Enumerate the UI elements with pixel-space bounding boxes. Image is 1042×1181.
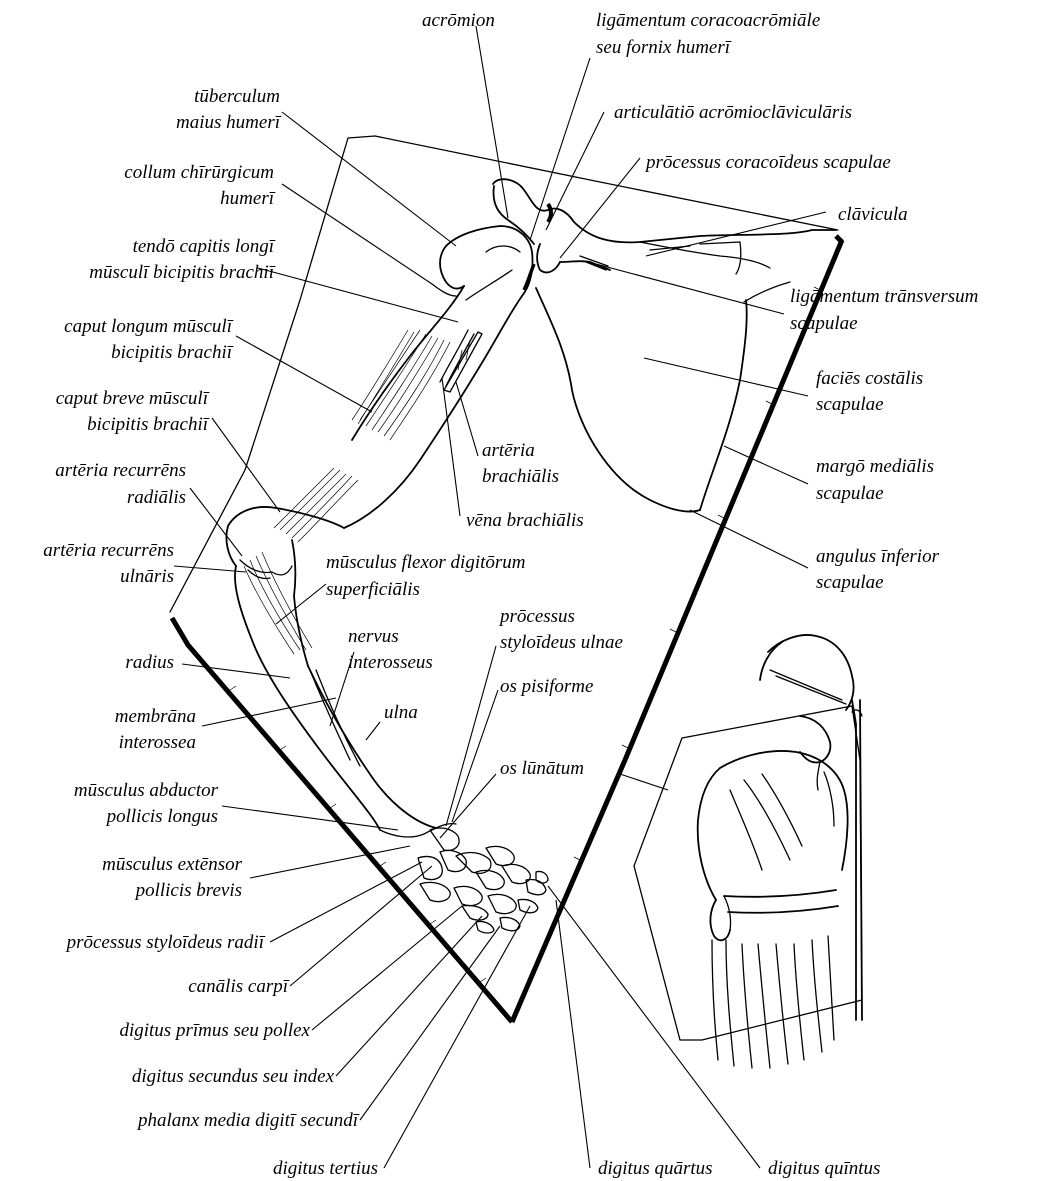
- label-collum-1: collum chīrūrgicum: [124, 162, 274, 183]
- label-flexor-digitorum-2: superficiālis: [326, 579, 420, 600]
- label-facies-costalis-2: scapulae: [816, 394, 884, 415]
- label-articulatio: articulātiō acrōmioclāviculāris: [614, 102, 852, 123]
- label-tendo-2: mūsculī bicipitis brachiī: [89, 262, 275, 283]
- label-ligamentum-coracoacromiale-2: seu fornix humerī: [596, 37, 732, 58]
- label-arteria-recurrens-radialis-2: radiālis: [127, 487, 186, 508]
- label-processus-styloideus-radii: prōcessus styloīdeus radiī: [65, 932, 266, 953]
- label-clavicula: clāvicula: [838, 204, 908, 225]
- label-digitus-quintus: digitus quīntus: [768, 1158, 880, 1179]
- humerus-drawing: [274, 226, 533, 542]
- label-ligamentum-transversum-1: ligāmentum trānsversum: [790, 286, 978, 307]
- labels: acrōmion ligāmentum coracoacrōmiāle seu …: [43, 10, 978, 1179]
- label-caput-breve-2: bicipitis brachiī: [87, 414, 210, 435]
- label-ligamentum-transversum-2: scapulae: [790, 313, 858, 334]
- label-arteria-brachialis-1: artēria: [482, 440, 535, 461]
- label-extensor-pollicis-2: pollicis brevis: [134, 880, 242, 901]
- label-processus-styloideus-ulnae-1: prōcessus: [498, 606, 575, 627]
- label-processus-coracoideus: prōcessus coracoīdeus scapulae: [644, 152, 891, 173]
- athena-figure: [634, 635, 862, 1068]
- label-arteria-recurrens-ulnaris-1: artēria recurrēns: [43, 540, 174, 561]
- label-ligamentum-coracoacromiale-1: ligāmentum coracoacrōmiāle: [596, 10, 820, 31]
- scapula-drawing: [493, 179, 836, 511]
- label-extensor-pollicis-1: mūsculus extēnsor: [102, 854, 242, 875]
- label-caput-longum-1: caput longum mūsculī: [64, 316, 234, 337]
- label-nervus-interosseus-1: nervus: [348, 626, 399, 647]
- label-tendo-1: tendō capitis longī: [133, 236, 276, 257]
- label-arteria-brachialis-2: brachiālis: [482, 466, 559, 487]
- label-digitus-tertius: digitus tertius: [273, 1158, 378, 1179]
- label-collum-2: humerī: [220, 188, 276, 209]
- label-arteria-recurrens-radialis-1: artēria recurrēns: [55, 460, 186, 481]
- label-acromion: acrōmion: [422, 10, 495, 31]
- label-canalis-carpi: canālis carpī: [188, 976, 289, 997]
- label-abductor-pollicis-2: pollicis longus: [105, 806, 218, 827]
- label-arteria-recurrens-ulnaris-2: ulnāris: [120, 566, 174, 587]
- label-membrana-interossea-1: membrāna: [115, 706, 196, 727]
- label-os-pisiforme: os pisiforme: [500, 676, 593, 697]
- label-margo-medialis-2: scapulae: [816, 483, 884, 504]
- label-angulus-inferior-2: scapulae: [816, 572, 884, 593]
- label-flexor-digitorum-1: mūsculus flexor digitōrum: [326, 552, 526, 573]
- label-os-lunatum: os lūnātum: [500, 758, 584, 779]
- label-vena-brachialis: vēna brachiālis: [466, 510, 584, 531]
- label-digitus-primus: digitus prīmus seu pollex: [119, 1020, 310, 1041]
- label-membrana-interossea-2: interossea: [119, 732, 196, 753]
- label-radius: radius: [125, 652, 174, 673]
- label-caput-longum-2: bicipitis brachiī: [111, 342, 234, 363]
- label-abductor-pollicis-1: mūsculus abductor: [74, 780, 219, 801]
- label-nervus-interosseus-2: interosseus: [348, 652, 433, 673]
- label-tuberculum-1: tūberculum: [194, 86, 280, 107]
- label-angulus-inferior-1: angulus īnferior: [816, 546, 940, 567]
- label-tuberculum-2: maius humerī: [176, 112, 282, 133]
- label-margo-medialis-1: margō mediālis: [816, 456, 934, 477]
- label-processus-styloideus-ulnae-2: styloīdeus ulnae: [500, 632, 623, 653]
- label-ulna: ulna: [384, 702, 418, 723]
- label-phalanx-media: phalanx media digitī secundī: [136, 1110, 360, 1131]
- label-digitus-secundus: digitus secundus seu index: [132, 1066, 335, 1087]
- label-digitus-quartus: digitus quārtus: [598, 1158, 713, 1179]
- label-facies-costalis-1: faciēs costālis: [816, 368, 923, 389]
- label-caput-breve-1: caput breve mūsculī: [56, 388, 210, 409]
